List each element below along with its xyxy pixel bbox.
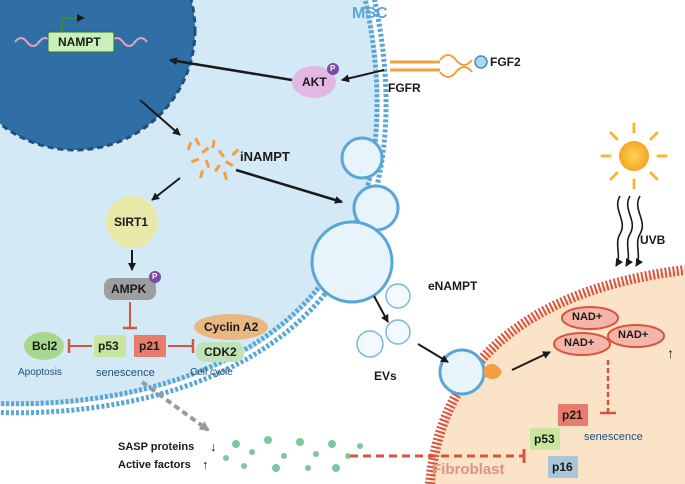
bcl2-label: Bcl2: [32, 339, 58, 353]
active-factors-label: Active factors: [118, 459, 191, 471]
senescence-label-fib: senescence: [584, 431, 643, 443]
msc-label: MSC: [352, 5, 388, 22]
senescence-label-msc: senescence: [96, 367, 155, 379]
fgf2-ligand: [474, 55, 488, 69]
p21-node: [134, 335, 166, 357]
nad-label-1: NAD+: [572, 311, 603, 323]
nad-label-3: NAD+: [618, 329, 649, 341]
cdk2-label: CDK2: [204, 345, 237, 359]
fib-p21-label: p21: [562, 408, 583, 422]
ampk-phospho: [149, 271, 161, 283]
p21-label: p21: [139, 339, 160, 353]
inampt-label: iNAMPT: [240, 149, 290, 164]
uvb-rays: [615, 195, 644, 267]
uvb-label: UVB: [640, 233, 666, 247]
nampt-gene-label: NAMPT: [58, 35, 101, 49]
nad-node-2: [553, 332, 611, 356]
cell-cycle-label: Cell cycle: [190, 367, 233, 378]
cyclin-a2-node: [194, 314, 268, 340]
transcription-arrow: [61, 14, 85, 32]
p53-node: [94, 335, 126, 357]
akt-phospho: [327, 63, 339, 75]
sasp-down-arrow: ↓: [210, 439, 217, 454]
sasp-label: SASP proteins: [118, 441, 195, 453]
fibroblast-membrane: [425, 265, 685, 484]
fib-p16-label: p16: [552, 460, 573, 474]
ampk-phospho-label: P: [152, 272, 158, 281]
fib-p21-node: [558, 404, 588, 426]
enampt-label: eNAMPT: [428, 279, 478, 293]
fgfr-receptor: [390, 54, 473, 78]
cdk2-node: [196, 342, 244, 362]
evs-label: EVs: [374, 369, 397, 383]
cyclin-a2-label: Cyclin A2: [204, 320, 259, 334]
sun-icon: [600, 122, 668, 190]
inampt-cluster: [186, 137, 240, 181]
akt-label: AKT: [302, 75, 327, 89]
nampt-gene-box: [47, 31, 115, 53]
fgf2-label: FGF2: [490, 55, 521, 69]
p53-label: p53: [98, 339, 119, 353]
bcl2-node: [24, 332, 64, 360]
apoptosis-label: Apoptosis: [18, 367, 62, 378]
ampk-label: AMPK: [111, 282, 147, 296]
akt-node: [292, 66, 336, 98]
secreted-factors: [223, 436, 363, 472]
akt-phospho-label: P: [330, 64, 336, 73]
sirt1-node: [106, 196, 158, 248]
sirt1-label: SIRT1: [114, 215, 149, 229]
nad-up-arrow: ↑: [667, 345, 674, 361]
fib-p53-label: p53: [534, 432, 555, 446]
fib-p53-node: [530, 428, 560, 450]
nad-node-1: [561, 306, 619, 330]
fib-p16-node: [548, 456, 578, 478]
ev-vesicles: [310, 136, 502, 396]
nad-label-2: NAD+: [564, 337, 595, 349]
fgfr-label: FGFR: [388, 81, 421, 95]
active-factors-up-arrow: ↑: [202, 457, 209, 472]
fibroblast-cell: [430, 270, 685, 484]
nad-node-3: [607, 324, 665, 348]
fibroblast-label: Fibroblast: [432, 461, 505, 478]
ampk-node: [104, 278, 156, 300]
